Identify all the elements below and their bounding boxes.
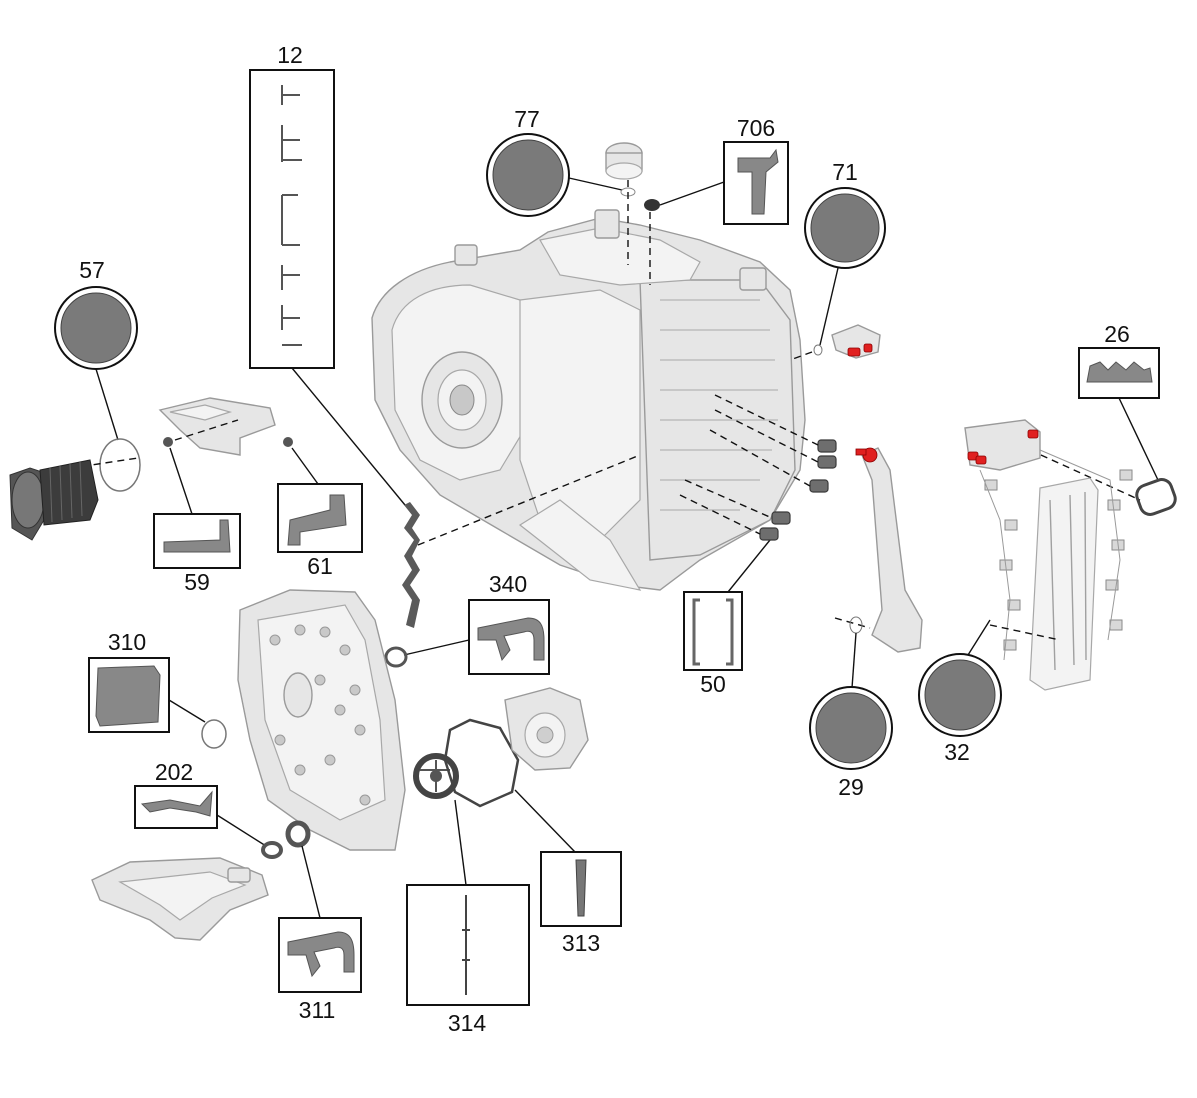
label-57: 57 bbox=[79, 257, 105, 283]
label-77: 77 bbox=[514, 106, 540, 132]
callout-340: 340 bbox=[384, 571, 550, 675]
filter-pad-icon bbox=[95, 665, 161, 727]
label-202: 202 bbox=[155, 759, 193, 785]
solenoid-plugs bbox=[679, 394, 837, 541]
breather-icon bbox=[737, 148, 779, 215]
callout-202: 202 bbox=[134, 759, 283, 859]
label-706: 706 bbox=[737, 115, 775, 141]
pump-housing bbox=[504, 687, 589, 771]
label-71: 71 bbox=[832, 159, 858, 185]
callout-59: 59 bbox=[153, 437, 241, 595]
callout-71: 71 bbox=[789, 159, 886, 361]
callout-57: 57 bbox=[54, 257, 141, 492]
wiring-harness bbox=[964, 419, 1133, 691]
label-310: 310 bbox=[108, 629, 146, 655]
callout-61: 61 bbox=[277, 437, 363, 579]
filler-cap bbox=[605, 142, 643, 265]
separator-plate bbox=[413, 753, 459, 799]
gasket-12 bbox=[402, 454, 641, 628]
callout-77: 77 bbox=[486, 106, 623, 217]
gasket-icon bbox=[1086, 361, 1153, 383]
strainer-icon bbox=[140, 790, 213, 817]
seal-ring-icon bbox=[477, 617, 545, 662]
label-59: 59 bbox=[184, 569, 210, 595]
bracket-icon bbox=[692, 598, 734, 666]
seal-strip-icon bbox=[575, 859, 587, 917]
part-box-12 bbox=[249, 69, 335, 369]
valve-body bbox=[237, 589, 406, 851]
label-313: 313 bbox=[562, 930, 600, 956]
label-12: 12 bbox=[277, 42, 303, 68]
label-340: 340 bbox=[489, 571, 527, 597]
oil-pan bbox=[91, 857, 269, 941]
label-61: 61 bbox=[307, 553, 333, 579]
shift-arm bbox=[855, 447, 923, 653]
callout-50: 50 bbox=[683, 539, 771, 697]
callout-314: 314 bbox=[406, 799, 530, 1036]
transmission-case bbox=[371, 209, 806, 591]
callout-706: 706 bbox=[644, 115, 789, 285]
callout-12: 12 bbox=[249, 42, 406, 506]
callout-311: 311 bbox=[278, 820, 362, 1023]
filter-57 bbox=[9, 459, 99, 541]
callout-310: 310 bbox=[88, 629, 227, 749]
label-32: 32 bbox=[944, 739, 970, 765]
label-311: 311 bbox=[299, 997, 336, 1023]
bracket-59-61 bbox=[158, 397, 276, 456]
tube-icon bbox=[163, 519, 231, 553]
label-50: 50 bbox=[700, 671, 726, 697]
gasket-strip-icon bbox=[281, 85, 302, 346]
seal-ring-icon bbox=[287, 931, 355, 978]
callout-29: 29 bbox=[809, 616, 893, 800]
label-314: 314 bbox=[448, 1010, 487, 1036]
gasket-strip-icon bbox=[462, 895, 470, 995]
callout-32: 32 bbox=[918, 619, 1061, 765]
pipe-icon bbox=[287, 494, 347, 546]
part-box-314 bbox=[406, 884, 530, 1006]
label-26: 26 bbox=[1104, 321, 1130, 347]
label-29: 29 bbox=[838, 774, 864, 800]
callout-313: 313 bbox=[514, 789, 622, 956]
callout-26: 26 bbox=[1029, 321, 1177, 516]
sensor-71 bbox=[831, 324, 881, 359]
pump-gasket bbox=[443, 718, 520, 808]
